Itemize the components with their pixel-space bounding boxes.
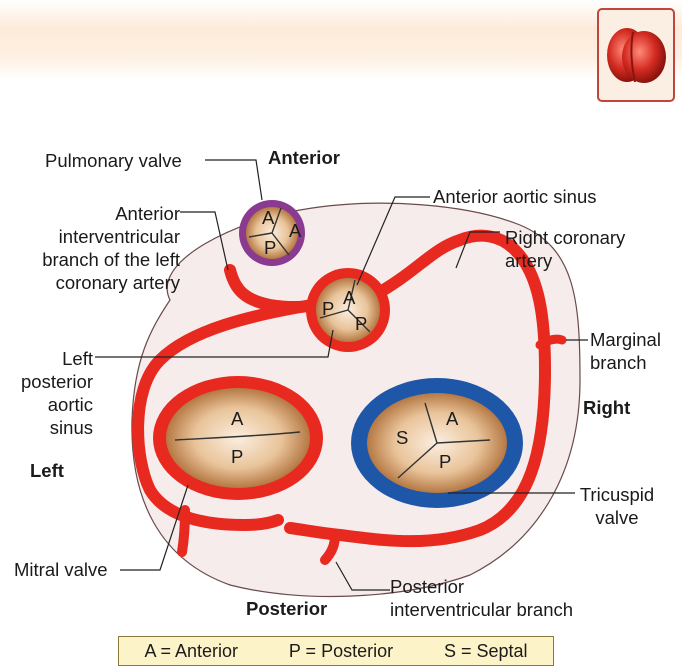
legend-anterior: A = Anterior <box>144 641 238 662</box>
label-left-posterior-aortic-sinus: Left posterior aortic sinus <box>0 347 93 439</box>
aortic-cusp-p-right: P <box>355 313 367 335</box>
orientation-left: Left <box>30 460 64 482</box>
pulmonary-cusp-a1: A <box>262 207 274 229</box>
tricuspid-cusp-a: A <box>446 408 458 430</box>
aortic-cusp-p-left: P <box>322 298 334 320</box>
pulmonary-cusp-p: P <box>264 237 276 259</box>
mitral-cusp-a: A <box>231 408 243 430</box>
label-anterior-interventricular: Anterior interventricular branch of the … <box>10 202 180 294</box>
label-tricuspid-valve: Tricuspid valve <box>572 483 662 529</box>
mitral-valve <box>153 376 323 500</box>
orientation-anterior: Anterior <box>268 147 340 169</box>
tricuspid-cusp-p: P <box>439 451 451 473</box>
pulmonary-cusp-a2: A <box>289 220 301 242</box>
legend-posterior: P = Posterior <box>289 641 393 662</box>
label-posterior-interventricular: Posterior interventricular branch <box>390 575 573 621</box>
aortic-valve <box>306 268 390 352</box>
mitral-cusp-p: P <box>231 446 243 468</box>
legend-septal: S = Septal <box>444 641 528 662</box>
label-anterior-aortic-sinus: Anterior aortic sinus <box>433 186 596 208</box>
label-mitral-valve: Mitral valve <box>14 559 108 581</box>
orientation-right: Right <box>583 397 630 419</box>
label-pulmonary-valve: Pulmonary valve <box>45 150 182 172</box>
aortic-cusp-a: A <box>343 287 355 309</box>
orientation-posterior: Posterior <box>246 598 327 620</box>
label-right-coronary-artery: Right coronary artery <box>505 226 625 272</box>
left-posterior-branch <box>182 510 185 552</box>
tricuspid-cusp-s: S <box>396 427 408 449</box>
tricuspid-valve <box>351 378 523 508</box>
legend: A = Anterior P = Posterior S = Septal <box>118 636 554 666</box>
label-marginal-branch: Marginal branch <box>590 328 661 374</box>
